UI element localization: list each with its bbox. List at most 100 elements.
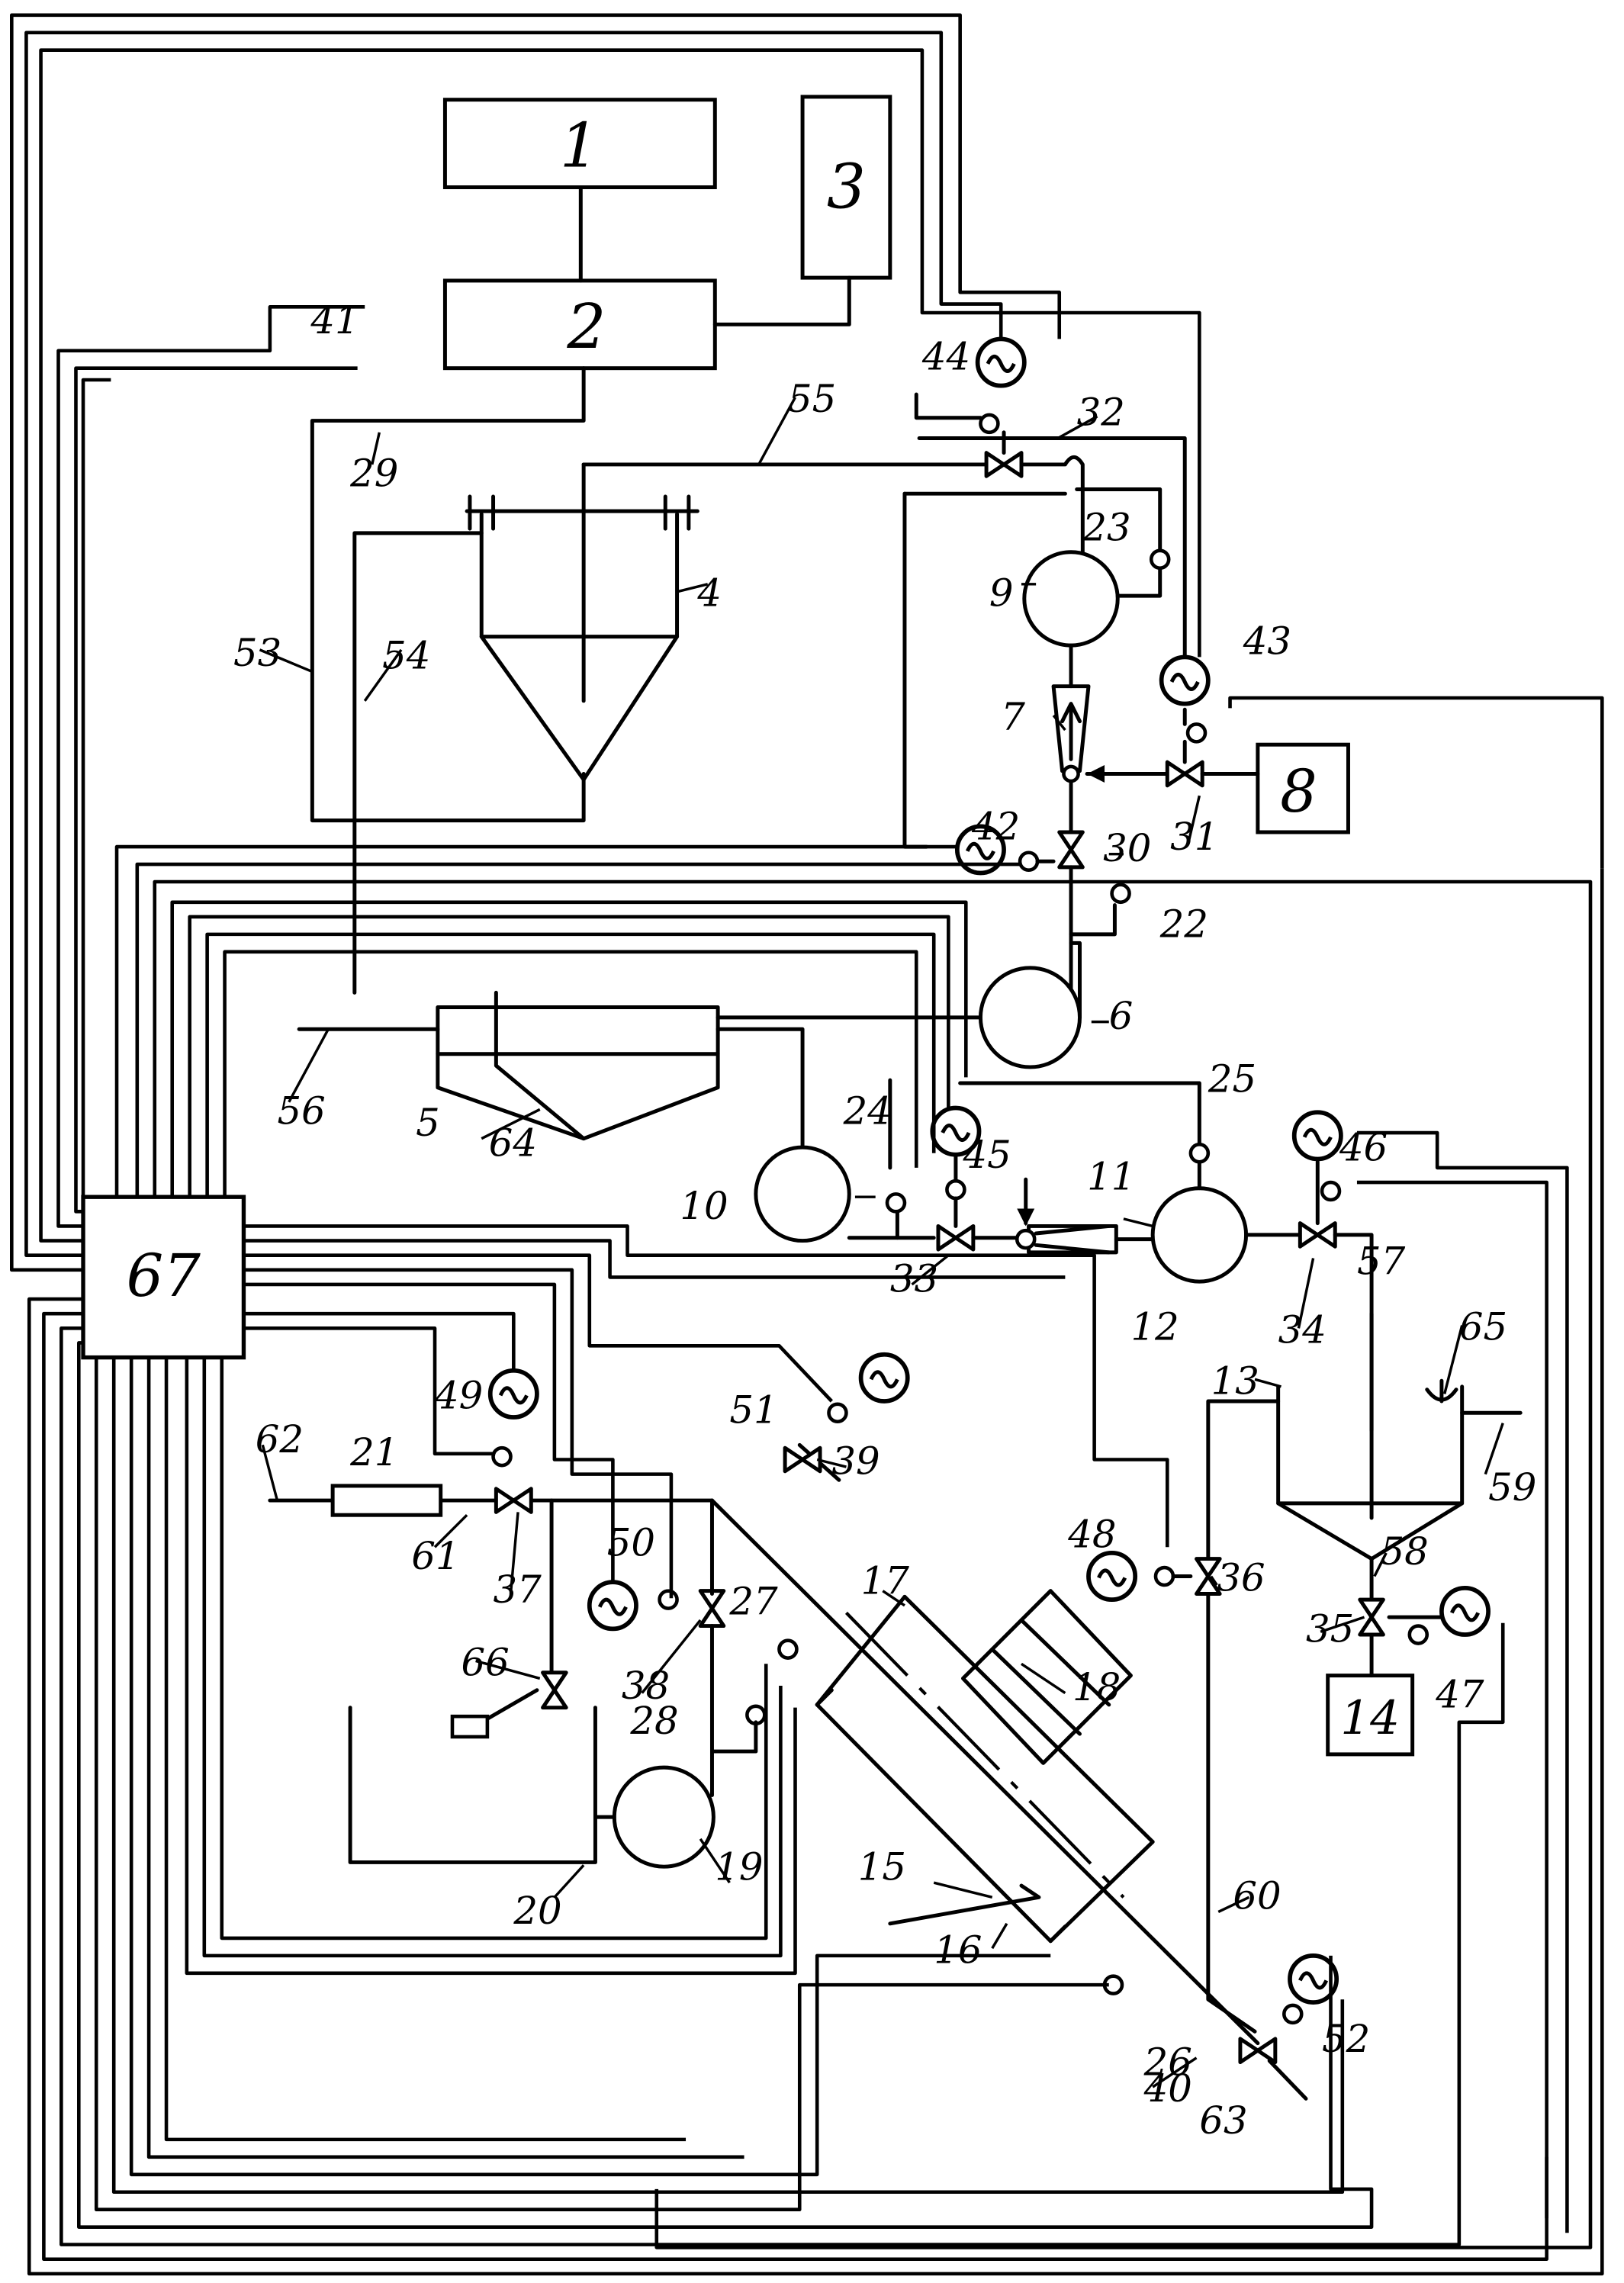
sensor-25 xyxy=(1191,1144,1208,1162)
svg-text:25: 25 xyxy=(1208,1056,1256,1101)
svg-text:64: 64 xyxy=(489,1121,537,1166)
sensor-24 xyxy=(887,1194,905,1211)
svg-text:16: 16 xyxy=(934,1928,982,1972)
svg-text:20: 20 xyxy=(513,1889,561,1933)
svg-text:48: 48 xyxy=(1067,1512,1116,1556)
pump-19 xyxy=(614,1767,713,1867)
sensor-49 xyxy=(494,1448,511,1465)
sensor-27 xyxy=(779,1641,796,1658)
actuator-47[interactable] xyxy=(1442,1588,1488,1635)
svg-text:52: 52 xyxy=(1322,2017,1370,2061)
svg-text:14: 14 xyxy=(1340,1691,1400,1745)
svg-text:17: 17 xyxy=(861,1558,910,1603)
svg-text:30: 30 xyxy=(1103,826,1151,870)
svg-text:47: 47 xyxy=(1435,1673,1484,1717)
svg-text:23: 23 xyxy=(1082,505,1130,549)
actuator-43[interactable] xyxy=(1162,657,1208,703)
reference-numerals: 4 5 6 7 9 10 11 12 13 15 16 17 18 19 20 … xyxy=(233,298,1536,2143)
svg-text:53: 53 xyxy=(233,631,281,675)
svg-text:22: 22 xyxy=(1159,902,1208,947)
valve-66[interactable] xyxy=(543,1673,567,1708)
svg-text:36: 36 xyxy=(1217,1556,1265,1600)
svg-text:49: 49 xyxy=(434,1374,483,1418)
controller-block-67: 67 xyxy=(83,1197,243,1357)
sensor-42 xyxy=(1020,853,1037,870)
valve-37[interactable] xyxy=(496,1489,531,1513)
svg-text:2: 2 xyxy=(566,291,606,362)
svg-text:50: 50 xyxy=(607,1521,655,1565)
svg-text:44: 44 xyxy=(921,335,970,379)
block-2: 2 xyxy=(445,281,715,368)
svg-text:10: 10 xyxy=(680,1184,728,1228)
valve-32[interactable] xyxy=(986,453,1021,477)
block-3: 3 xyxy=(802,97,890,278)
svg-text:11: 11 xyxy=(1087,1155,1135,1199)
valve-39[interactable] xyxy=(785,1448,820,1471)
svg-text:54: 54 xyxy=(382,634,430,678)
svg-text:62: 62 xyxy=(256,1417,304,1461)
pump-10 xyxy=(756,1147,849,1240)
svg-text:18: 18 xyxy=(1072,1665,1121,1709)
sensor-48 xyxy=(1156,1568,1173,1585)
sensor-52 xyxy=(1284,2005,1301,2023)
svg-text:42: 42 xyxy=(971,805,1020,849)
actuator-50[interactable] xyxy=(590,1582,636,1629)
svg-text:3: 3 xyxy=(827,150,866,222)
block-1: 1 xyxy=(445,100,715,188)
svg-text:45: 45 xyxy=(962,1133,1011,1177)
actuator-44[interactable] xyxy=(978,339,1024,385)
svg-text:57: 57 xyxy=(1357,1240,1406,1284)
sensor-46 xyxy=(1322,1182,1339,1200)
pump-12 xyxy=(1153,1188,1246,1281)
svg-text:59: 59 xyxy=(1488,1465,1536,1510)
svg-text:19: 19 xyxy=(715,1844,763,1889)
sensor-47 xyxy=(1410,1626,1427,1644)
sensor-50 xyxy=(660,1591,677,1609)
svg-text:1: 1 xyxy=(560,110,599,182)
svg-text:65: 65 xyxy=(1459,1305,1507,1349)
svg-text:41: 41 xyxy=(310,298,359,342)
tank-4 xyxy=(467,465,697,780)
svg-text:12: 12 xyxy=(1130,1305,1179,1349)
svg-text:58: 58 xyxy=(1381,1529,1429,1574)
sensor-22 xyxy=(1112,885,1130,902)
actuator-46[interactable] xyxy=(1294,1112,1341,1159)
block-8: 8 xyxy=(1258,744,1349,832)
svg-text:7: 7 xyxy=(1001,695,1025,739)
sensor-44 xyxy=(980,415,998,432)
sensor-45 xyxy=(947,1181,964,1198)
svg-text:61: 61 xyxy=(411,1534,459,1578)
filter-21 xyxy=(333,1486,441,1515)
svg-text:6: 6 xyxy=(1109,994,1134,1038)
sensor-23 xyxy=(1151,551,1169,568)
svg-text:13: 13 xyxy=(1211,1359,1259,1403)
pump-9 xyxy=(1024,552,1118,645)
valve-34[interactable] xyxy=(1300,1223,1335,1247)
svg-text:9: 9 xyxy=(989,571,1014,615)
valve-30[interactable] xyxy=(1060,832,1083,867)
svg-text:32: 32 xyxy=(1077,390,1125,434)
pump-6 xyxy=(980,968,1079,1067)
actuator-49[interactable] xyxy=(490,1371,537,1417)
sensor-51 xyxy=(828,1404,846,1422)
valve-33[interactable] xyxy=(938,1226,973,1249)
svg-text:24: 24 xyxy=(843,1089,892,1133)
valve-38[interactable] xyxy=(700,1591,724,1626)
svg-text:39: 39 xyxy=(831,1439,880,1484)
actuator-51[interactable] xyxy=(861,1355,908,1401)
svg-text:37: 37 xyxy=(494,1568,542,1612)
valve-31[interactable] xyxy=(1167,762,1202,786)
sensor-43 xyxy=(1188,724,1205,741)
svg-text:38: 38 xyxy=(622,1664,670,1708)
svg-text:4: 4 xyxy=(696,571,722,615)
svg-text:46: 46 xyxy=(1339,1125,1388,1169)
svg-text:15: 15 xyxy=(858,1844,906,1889)
svg-text:60: 60 xyxy=(1233,1874,1281,1918)
svg-text:51: 51 xyxy=(729,1388,777,1433)
svg-text:56: 56 xyxy=(277,1089,325,1133)
actuator-48[interactable] xyxy=(1089,1553,1135,1600)
svg-text:43: 43 xyxy=(1243,619,1291,664)
svg-text:63: 63 xyxy=(1199,2098,1247,2143)
block-14: 14 xyxy=(1328,1676,1413,1754)
